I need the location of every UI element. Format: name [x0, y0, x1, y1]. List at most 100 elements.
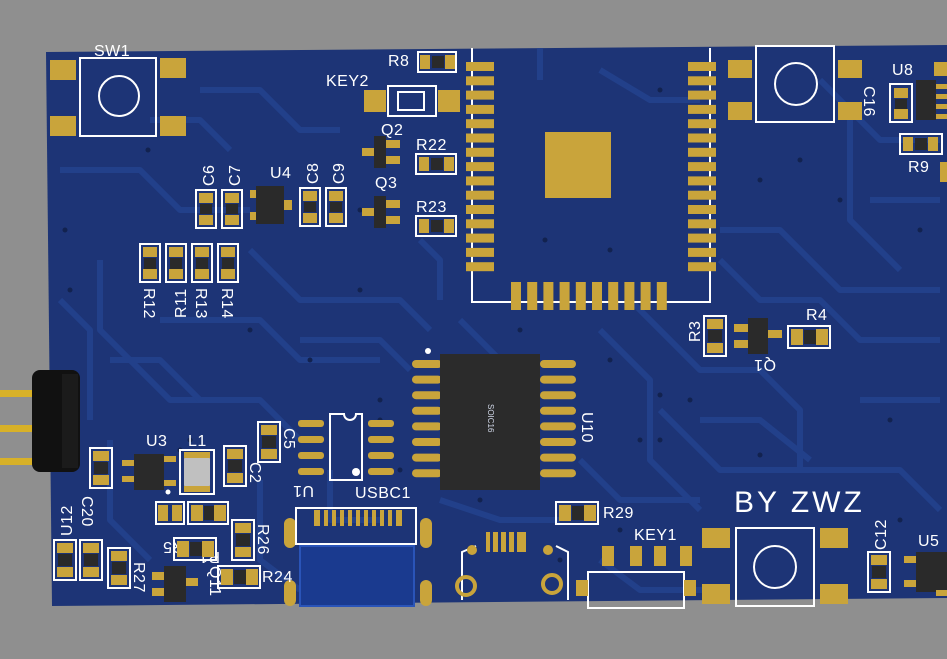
regulator-u4[interactable]: U4: [250, 165, 292, 224]
module-pad: [688, 219, 716, 229]
module-pad: [466, 219, 494, 229]
resistor-r4[interactable]: R4: [787, 307, 831, 349]
resistor-r8[interactable]: R8: [388, 51, 457, 73]
q2-label: Q2: [381, 122, 403, 139]
switch-top-right[interactable]: [728, 45, 862, 123]
resistor-r22[interactable]: R22: [415, 137, 457, 175]
capacitor-c16[interactable]: C16: [860, 83, 913, 123]
ic-pin: [412, 438, 442, 446]
c6-label: C6: [201, 165, 218, 186]
resistor-r14[interactable]: R14: [217, 243, 239, 319]
ic-pin: [412, 406, 442, 415]
module-pad: [466, 162, 494, 172]
resistor-r13[interactable]: R13: [191, 243, 213, 319]
switch-sw1[interactable]: SW1: [50, 43, 186, 137]
capacitor-c12[interactable]: C12: [867, 519, 891, 593]
r29-label: R29: [603, 505, 634, 522]
c8-label: C8: [305, 163, 322, 184]
wifi-module[interactable]: [466, 48, 716, 310]
transistor-q1[interactable]: Q1: [734, 318, 782, 373]
ic-pin: [412, 391, 442, 400]
module-pad: [688, 190, 716, 200]
module-ground-pad: [545, 132, 611, 198]
connector-bottom-center[interactable]: [455, 532, 569, 600]
resistor-r-bottom-a[interactable]: [173, 537, 217, 561]
soic16-label: SOIC16: [486, 404, 495, 433]
key2-label: KEY2: [326, 73, 369, 90]
module-pad: [688, 247, 716, 257]
button-key2[interactable]: KEY2: [326, 73, 460, 117]
c16-label: C16: [860, 86, 877, 117]
transistor-q3[interactable]: Q3: [362, 175, 400, 228]
ic-u12[interactable]: U12: [53, 505, 77, 581]
q11-label: Q11: [206, 566, 223, 597]
r12-label: R12: [140, 288, 157, 319]
module-pad: [688, 62, 716, 71]
regulator-u3[interactable]: U3: [122, 433, 176, 495]
module-pad: [656, 282, 667, 310]
usb-c-connector[interactable]: USBC1: [284, 485, 432, 607]
module-pad: [511, 282, 521, 310]
r4-label: R4: [806, 307, 827, 324]
u12-label: U12: [59, 505, 76, 536]
ic-u8[interactable]: U8: [892, 62, 947, 120]
capacitor-c20[interactable]: C20: [78, 496, 103, 581]
r11-label: R11: [173, 288, 190, 318]
module-pad: [592, 282, 602, 310]
c7-label: C7: [227, 165, 244, 186]
usbc1-label: USBC1: [355, 485, 411, 502]
capacitor-c2[interactable]: C2: [223, 445, 263, 487]
module-pad: [608, 282, 619, 310]
key1-label: KEY1: [634, 527, 677, 544]
ic-pin: [540, 391, 576, 400]
author-label: BY ZWZ: [734, 486, 865, 519]
ic-pin: [540, 375, 576, 384]
ic-u5[interactable]: U5: [904, 533, 947, 596]
resistor-r24[interactable]: R24: [217, 565, 293, 589]
module-pad: [466, 62, 494, 71]
r9-label: R9: [908, 159, 929, 176]
module-pad: [688, 90, 716, 100]
capacitor-left-edge[interactable]: [89, 447, 113, 489]
module-pad: [466, 104, 494, 114]
module-pad: [466, 90, 494, 100]
r24-label: R24: [262, 569, 293, 586]
ic-pin: [412, 360, 442, 368]
resistor-r12[interactable]: R12: [139, 243, 161, 319]
ic-pin: [540, 469, 576, 478]
switch-bottom-right[interactable]: [702, 527, 848, 607]
module-pad: [527, 282, 538, 310]
resistor-r26[interactable]: R26: [231, 519, 271, 561]
ic-pin: [412, 375, 442, 384]
module-pad: [466, 176, 494, 186]
r13-label: R13: [192, 288, 209, 319]
ic-u1[interactable]: U1: [293, 413, 394, 499]
ic-u10[interactable]: SOIC16 U10: [412, 348, 595, 490]
capacitor-c8[interactable]: C8: [299, 163, 322, 227]
pin-header-3pin[interactable]: [0, 370, 80, 472]
resistor-r3-right[interactable]: R3: [687, 315, 727, 357]
resistor-r29[interactable]: R29: [555, 501, 634, 525]
module-pad: [466, 119, 494, 129]
module-pad: [466, 205, 494, 214]
capacitor-c9[interactable]: C9: [325, 163, 348, 227]
resistor-r23[interactable]: R23: [415, 199, 457, 237]
capacitor-c6[interactable]: C6: [195, 165, 218, 229]
transistor-q2[interactable]: Q2: [362, 122, 403, 168]
resistor-r9[interactable]: R9: [899, 133, 947, 182]
inductor-l1[interactable]: L1: [179, 433, 215, 495]
ic-pin: [540, 360, 576, 368]
resistor-r11[interactable]: R11: [165, 243, 190, 318]
capacitor-c7[interactable]: C7: [221, 165, 244, 229]
resistor-r27[interactable]: R27: [107, 547, 147, 593]
q1-label: Q1: [754, 356, 776, 373]
module-pad: [688, 262, 716, 272]
module-pad: [688, 205, 716, 214]
capacitor-c5[interactable]: C5: [257, 421, 297, 463]
transistor-q11[interactable]: Q11: [152, 566, 223, 602]
sw1-label: SW1: [94, 43, 130, 60]
button-key1[interactable]: KEY1: [576, 527, 696, 609]
ic-pin: [540, 422, 576, 431]
